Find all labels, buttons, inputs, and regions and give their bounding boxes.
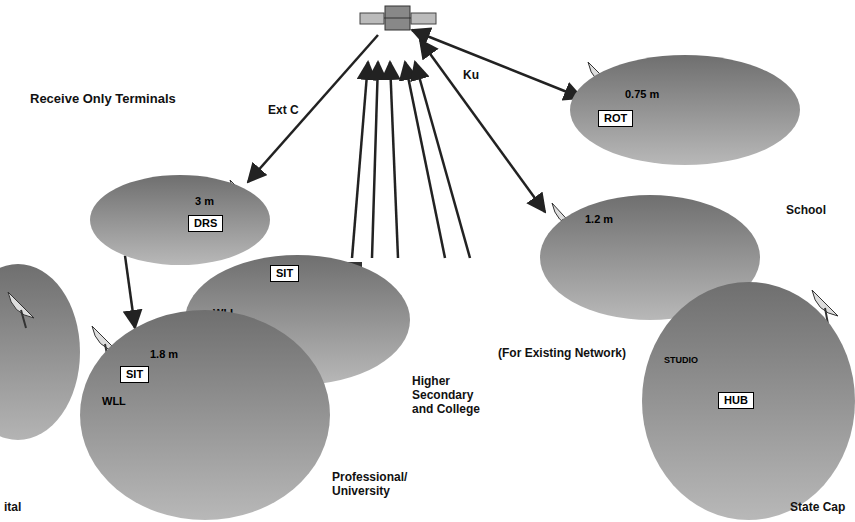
ellipse-outline: [80, 310, 330, 520]
caption-label: Higher Secondary and College: [412, 374, 492, 416]
equipment-box: DRS: [188, 215, 223, 232]
caption-label: (For Existing Network): [498, 346, 626, 360]
satellite-icon: [360, 6, 436, 30]
terminal-text: 1.2 m: [585, 213, 613, 226]
equipment-label: SIT: [126, 368, 143, 380]
caption-label: Receive Only Terminals: [30, 92, 176, 106]
link-arrow: [125, 256, 135, 328]
terminal-ellipse: [0, 264, 80, 440]
terminal-ellipse: STUDIO HUB: [642, 282, 855, 520]
equipment-label: HUB: [724, 394, 748, 406]
equipment-label: ROT: [604, 112, 627, 124]
equipment-box: SIT: [120, 366, 149, 383]
terminal-text: 3 m: [195, 195, 214, 208]
equipment-box: ROT: [598, 110, 633, 127]
terminal-ellipse: 1.8 m WLL SIT: [80, 310, 330, 520]
terminal-text: STUDIO: [664, 354, 698, 367]
ellipse-shape: [80, 310, 330, 520]
terminal-ellipse: 3 m DRS: [90, 175, 270, 265]
ellipse-outline: [90, 175, 270, 265]
equipment-box: SIT: [270, 265, 299, 282]
terminal-ellipse: 0.75 m ROT: [570, 55, 800, 165]
caption-label: State Cap: [790, 500, 845, 514]
caption-label: ital: [4, 500, 21, 514]
terminal-text: WLL: [102, 395, 126, 408]
equipment-box: HUB: [718, 392, 754, 409]
caption-label: Professional/ University: [332, 470, 427, 498]
caption-label: School: [786, 203, 826, 217]
caption-label: Ext C: [268, 103, 299, 117]
equipment-label: DRS: [194, 217, 217, 229]
ellipse-shape: [570, 55, 800, 165]
satellite-link: [248, 30, 582, 258]
ellipse-shape: [642, 282, 855, 520]
dish-icon: [8, 292, 34, 328]
ellipse-shape: [90, 175, 270, 265]
equipment-label: SIT: [276, 267, 293, 279]
caption-label: Ku: [463, 68, 479, 82]
terminal-text: 0.75 m: [625, 88, 659, 101]
terminal-text: 1.8 m: [150, 348, 178, 361]
